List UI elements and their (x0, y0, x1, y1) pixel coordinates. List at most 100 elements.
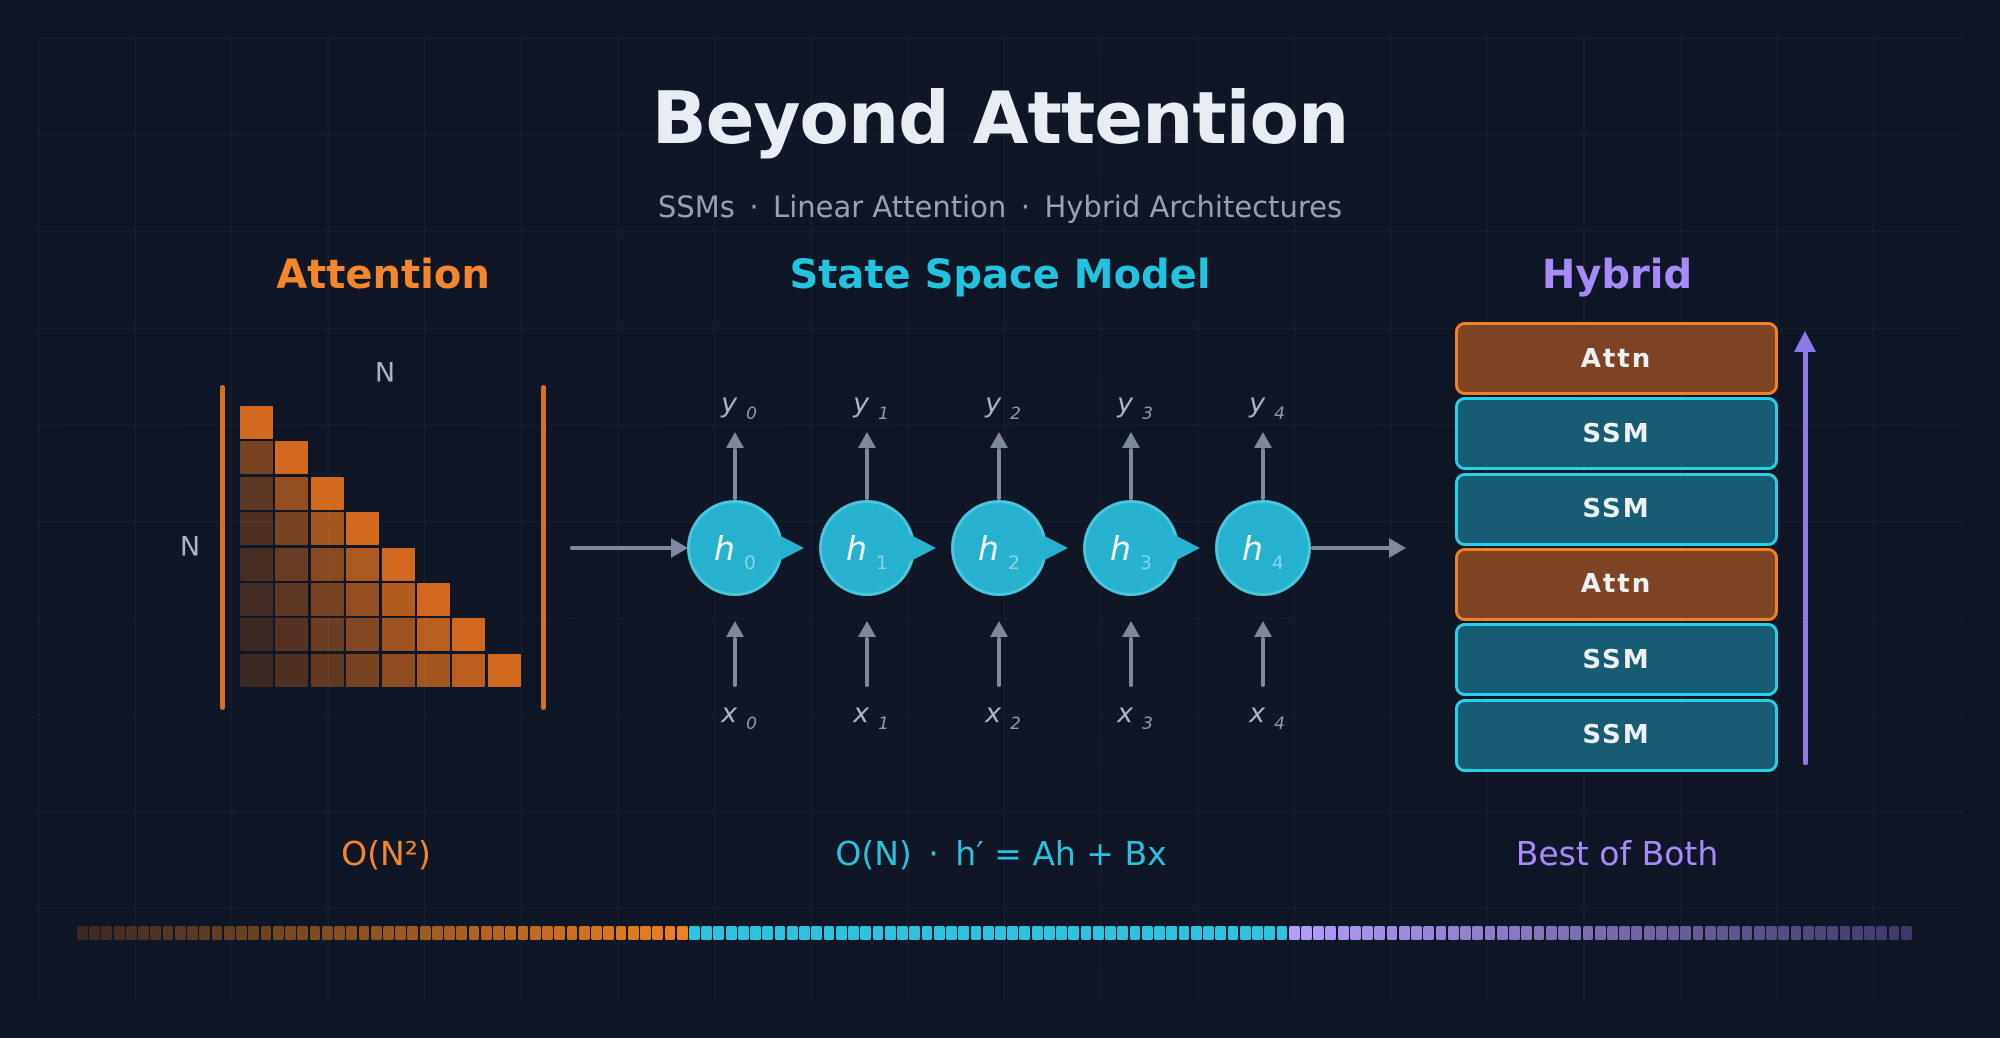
timeline-bar-segment (1558, 926, 1569, 940)
input-arrow-line (997, 637, 1001, 687)
input-arrow-head (1254, 621, 1272, 637)
hybrid-caption: Best of Both (1515, 834, 1719, 873)
timeline-bar-segment (468, 926, 480, 940)
timeline-bar-segment (1851, 926, 1863, 940)
timeline-bar-segment (713, 926, 725, 940)
attention-matrix-cell (417, 583, 450, 616)
timeline-bar-segment (909, 926, 921, 940)
timeline-bar-segment (1594, 926, 1606, 940)
chain-output-arrow-head (1389, 538, 1406, 558)
timeline-bar-segment (419, 926, 431, 940)
timeline-bar-segment (346, 926, 358, 940)
attention-matrix-cell (240, 476, 273, 510)
timeline-bar-segment (823, 926, 835, 940)
attention-matrix-cell (381, 547, 415, 581)
hybrid-block-ssm: SSM (1455, 623, 1778, 697)
timeline-bar-segment (1154, 926, 1165, 940)
timeline-bar-segment (1386, 926, 1398, 940)
output-arrow-head (1122, 432, 1140, 448)
attention-matrix-cell (240, 547, 273, 581)
timeline-bar-segment (1203, 926, 1214, 940)
timeline-bar-segment (383, 926, 394, 940)
timeline-bar-segment (395, 926, 407, 940)
timeline-bar-segment (1753, 926, 1765, 940)
timeline-bar-segment (664, 926, 676, 940)
attention-matrix-cell (240, 583, 273, 616)
timeline-bar-segment (1447, 926, 1459, 940)
timeline-bar-segment (554, 926, 566, 940)
timeline-bar-segment (1766, 926, 1777, 940)
timeline-bar-segment (1068, 926, 1080, 940)
input-arrow-line (1129, 637, 1133, 687)
chain-input-arrow-head (671, 538, 688, 558)
depth-arrow-head (1794, 331, 1816, 352)
timeline-bar-segment (1484, 926, 1496, 940)
timeline-bar-segment (1325, 926, 1337, 940)
timeline-bar-segment (603, 926, 615, 940)
timeline-bar-segment (77, 926, 88, 940)
hybrid-block-ssm: SSM (1455, 698, 1778, 772)
attention-matrix-cell (487, 653, 521, 687)
timeline-bar-segment (1141, 926, 1153, 940)
timeline-bar-segment (480, 926, 492, 940)
timeline-bar-segment (1533, 926, 1545, 940)
timeline-bar-segment (995, 926, 1006, 940)
attention-matrix-cell (346, 653, 380, 687)
timeline-bar-segment (1264, 926, 1276, 940)
state-symbol: h (845, 528, 867, 568)
timeline-bar-segment (1190, 926, 1202, 940)
matrix-bracket-right (541, 385, 546, 710)
timeline-bar-segment (1545, 926, 1557, 940)
output-subscript: 1 (878, 404, 889, 424)
timeline-bar-segment (113, 926, 125, 940)
timeline-bar-segment (529, 926, 541, 940)
output-arrow-line (997, 448, 1001, 500)
timeline-bar-segment (1729, 926, 1741, 940)
timeline-bar-segment (1815, 926, 1826, 940)
attention-matrix-cell (310, 583, 344, 616)
input-arrow-line (733, 637, 737, 687)
timeline-bar-segment (1019, 926, 1031, 940)
state-transition-pointer (779, 535, 804, 561)
state-symbol: h (1109, 528, 1131, 568)
timeline-bar-segment (101, 926, 113, 940)
timeline-bar-segment (199, 926, 211, 940)
timeline-bar-segment (1827, 926, 1839, 940)
timeline-bar-segment (1092, 926, 1104, 940)
timeline-bar-segment (1227, 926, 1239, 940)
output-arrow-head (726, 432, 744, 448)
attention-matrix-cell (240, 441, 273, 475)
timeline-bar-segment (248, 926, 260, 940)
timeline-bar-segment (774, 926, 786, 940)
attention-matrix-cell (381, 618, 415, 652)
timeline-bar-segment (982, 926, 994, 940)
timeline-bar-segment (1460, 926, 1471, 940)
timeline-bar-segment (1900, 926, 1912, 940)
attention-matrix-cell (381, 653, 415, 687)
attention-axis-left-label: N (179, 531, 201, 563)
input-subscript: 2 (1010, 714, 1021, 734)
timeline-bar-segment (1692, 926, 1704, 940)
timeline-bar-segment (358, 926, 370, 940)
hybrid-block-ssm: SSM (1455, 397, 1778, 471)
ssm-complexity-caption: O(N) · h′ = Ah + Bx (835, 834, 1167, 873)
timeline-bar-segment (138, 926, 149, 940)
timeline-bar-segment (272, 926, 284, 940)
timeline-bar-segment (89, 926, 101, 940)
timeline-bar-segment (223, 926, 235, 940)
timeline-bar-segment (517, 926, 529, 940)
timeline-bar-segment (689, 926, 700, 940)
attention-matrix-cell (346, 512, 380, 546)
attention-matrix (240, 406, 522, 688)
timeline-bar-segment (334, 926, 345, 940)
timeline-bar-segment (958, 926, 970, 940)
state-transition-pointer (1175, 535, 1200, 561)
